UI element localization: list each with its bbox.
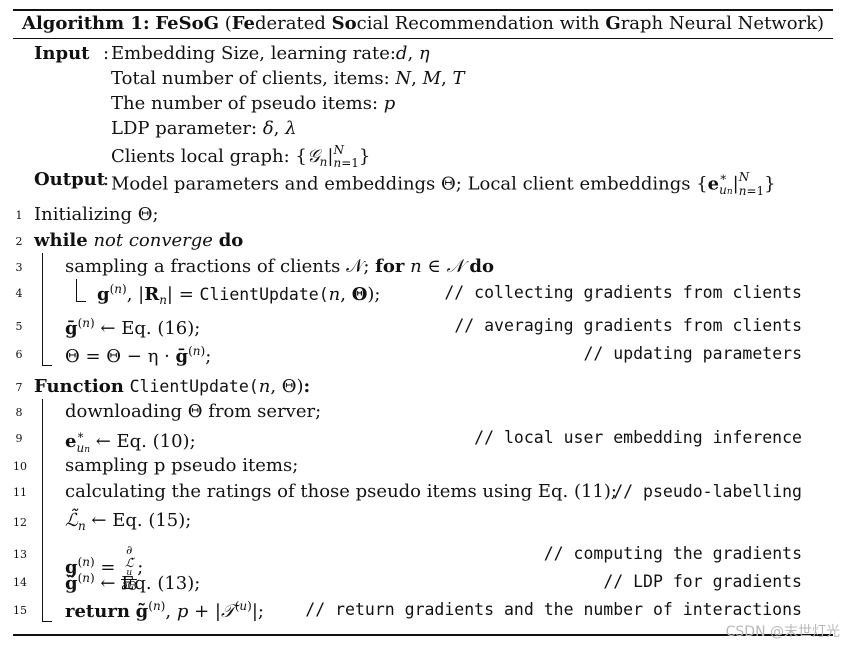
line-number: 6 [15, 348, 23, 361]
comment: // local user embedding inference [474, 428, 802, 447]
for-block-end [76, 301, 86, 303]
comment: // updating parameters [583, 344, 802, 363]
line-number: 8 [15, 406, 23, 419]
line-number: 13 [13, 548, 27, 561]
input-line-2: Total number of clients, items: N, M, T [111, 68, 465, 89]
line-8: downloading Θ from server; [65, 401, 322, 422]
line-3: sampling a fractions of clients 𝒩; for n… [65, 256, 495, 277]
line-4: g(n), |Rn| = ClientUpdate(n, Θ); [97, 282, 381, 307]
comment: // pseudo-labelling [613, 482, 802, 501]
line-number: 7 [15, 381, 23, 394]
line-15: return g̃(n), p + |𝒯(u)|; [65, 599, 264, 622]
function-block-end [42, 621, 52, 623]
line-number: 5 [15, 320, 23, 333]
input-line-3: The number of pseudo items: p [111, 93, 396, 114]
line-6: Θ = Θ − η · ḡ(n); [65, 344, 212, 367]
algorithm-title: Algorithm 1: FeSoG (Federated Social Rec… [22, 13, 825, 34]
watermark: CSDN @末世灯光 [725, 624, 840, 640]
while-block-end [42, 365, 52, 367]
output-label: Output [34, 169, 106, 190]
line-number: 10 [13, 460, 27, 473]
line-2: while not converge do [34, 230, 244, 251]
comment: // computing the gradients [543, 544, 802, 563]
output-line: Model parameters and embeddings Θ; Local… [111, 170, 776, 198]
comment: // LDP for gradients [603, 572, 802, 591]
line-13: g(n) = ∂ℒ̃u∂Θ; [65, 543, 144, 593]
output-colon: : [103, 169, 110, 190]
line-number: 14 [13, 576, 27, 589]
line-1: Initializing Θ; [34, 204, 159, 225]
line-number: 15 [13, 604, 27, 617]
line-5: ḡ(n) ← Eq. (16); [65, 316, 201, 339]
input-line-4: LDP parameter: δ, λ [111, 118, 297, 139]
line-number: 12 [13, 516, 27, 529]
line-number: 2 [15, 235, 23, 248]
title-rule [13, 38, 833, 39]
line-number: 1 [15, 209, 23, 222]
line-number: 3 [15, 261, 23, 274]
bottom-rule [13, 634, 833, 636]
top-rule [13, 9, 833, 11]
while-block-bar [42, 253, 44, 366]
line-number: 9 [15, 432, 23, 445]
function-block-bar [42, 399, 44, 622]
line-12: ℒ̃n ← Eq. (15); [65, 510, 192, 533]
comment: // return gradients and the number of in… [305, 600, 802, 619]
line-number: 11 [13, 486, 27, 499]
line-10: sampling p pseudo items; [65, 455, 299, 476]
comment: // averaging gradients from clients [454, 316, 802, 335]
comment: // collecting gradients from clients [444, 283, 802, 302]
line-14: g̃(n) ← Eq. (13); [65, 571, 201, 594]
input-label: Input [34, 43, 90, 64]
line-number: 4 [15, 287, 23, 300]
for-block-bar [76, 279, 78, 302]
input-line-1: Embedding Size, learning rate:d, η [111, 43, 430, 64]
line-7: Function ClientUpdate(n, Θ): [34, 376, 311, 397]
line-9: e∗un ← Eq. (10); [65, 428, 196, 455]
input-colon: : [103, 43, 110, 64]
line-11: calculating the ratings of those pseudo … [65, 481, 617, 502]
